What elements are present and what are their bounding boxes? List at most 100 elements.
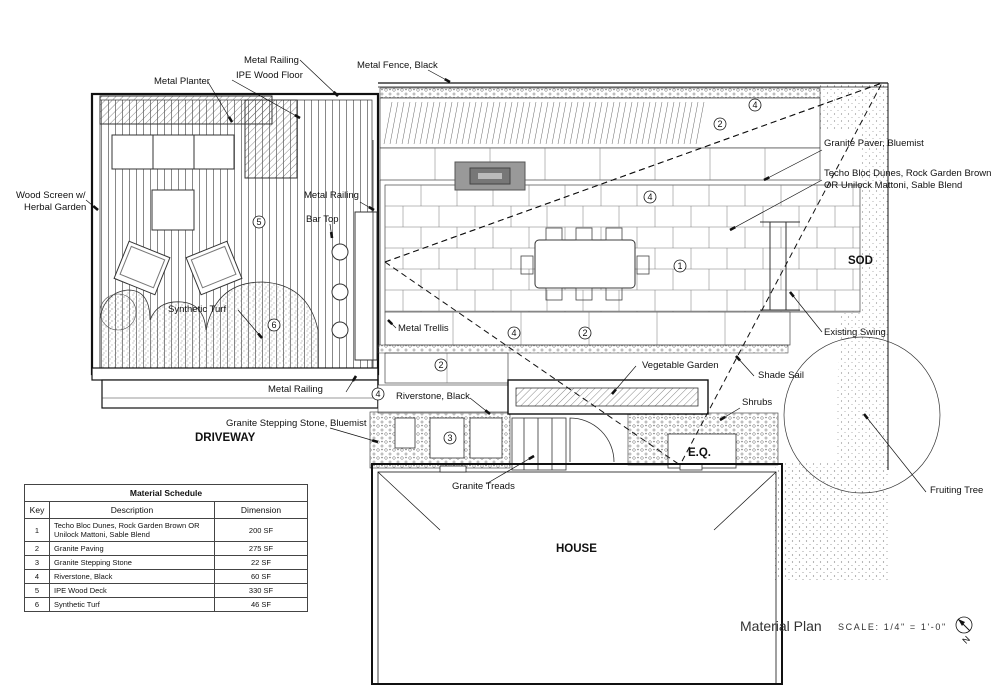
schedule-header-row: Key Description Dimension — [24, 501, 308, 519]
header-description: Description — [49, 501, 215, 519]
granite-step-band — [379, 97, 821, 149]
schedule-dimension-cell: 22 SF — [214, 555, 308, 570]
key-marker: 1 — [677, 261, 682, 271]
key-marker: 4 — [375, 389, 380, 399]
key-marker: 5 — [256, 217, 261, 227]
drawing-title: Material Plan — [740, 618, 822, 634]
existing-swing — [760, 221, 800, 311]
label-sod: SOD — [848, 255, 873, 267]
key-marker-circle — [267, 318, 281, 332]
key-marker-circle — [371, 387, 385, 401]
label-metal-fence: Metal Fence, Black — [357, 60, 438, 71]
label-driveway: DRIVEWAY — [195, 432, 256, 444]
key-marker-circle — [713, 117, 727, 131]
label-metal-railing-bottom: Metal Railing — [268, 384, 323, 395]
key-marker-circle — [748, 98, 762, 112]
schedule-title: Material Schedule — [24, 484, 308, 501]
key-marker-circle — [673, 259, 687, 273]
schedule-dimension-cell: 275 SF — [214, 541, 308, 556]
label-house: HOUSE — [556, 543, 597, 555]
label-shrubs: Shrubs — [742, 397, 772, 408]
granite-paver-grid — [379, 147, 821, 181]
label-techo-line1: Techo Bloc Dunes, Rock Garden Brown — [824, 168, 991, 179]
fruiting-tree — [783, 336, 941, 494]
label-eq: E.Q. — [688, 447, 711, 459]
callout-labels: Metal Railing IPE Wood Floor Metal Plant… — [16, 55, 991, 555]
label-wood-screen-2: Herbal Garden — [24, 202, 86, 213]
leader-lines — [85, 59, 927, 493]
key-marker-circle — [578, 326, 592, 340]
label-existing-swing: Existing Swing — [824, 327, 886, 338]
house-footprint — [371, 463, 783, 685]
label-metal-planter: Metal Planter — [154, 76, 210, 87]
key-marker-circle — [643, 190, 657, 204]
north-letter: N — [960, 634, 972, 646]
schedule-description-cell: Synthetic Turf — [49, 597, 215, 612]
label-bar-top: Bar Top — [306, 214, 339, 225]
label-techo-line2: OR Unilock Mattoni, Sable Blend — [824, 180, 962, 191]
label-shade-sail: Shade Sail — [758, 370, 804, 381]
schedule-dimension-cell: 46 SF — [214, 597, 308, 612]
label-granite-paver: Granite Paver, Bluemist — [824, 138, 924, 149]
label-metal-trellis: Metal Trellis — [398, 323, 449, 334]
dining-table — [520, 227, 650, 301]
title-block: Material Plan SCALE: 1/4" = 1'-0" N — [740, 616, 973, 646]
key-marker-circle — [434, 358, 448, 372]
label-fruiting-tree: Fruiting Tree — [930, 485, 983, 496]
schedule-key-cell: 2 — [24, 541, 50, 556]
material-schedule: Material Schedule Key Description Dimens… — [24, 484, 308, 612]
key-marker: 2 — [717, 119, 722, 129]
riverstone-strip-top — [379, 87, 821, 99]
label-synthetic-turf: Synthetic Turf — [168, 304, 226, 315]
label-metal-railing-top: Metal Railing — [244, 55, 299, 66]
header-key: Key — [24, 501, 50, 519]
vegetable-garden — [507, 379, 709, 415]
schedule-dimension-cell: 60 SF — [214, 569, 308, 584]
schedule-key-cell: 6 — [24, 597, 50, 612]
schedule-dimension-cell: 330 SF — [214, 583, 308, 598]
key-marker-circle — [507, 326, 521, 340]
schedule-key-cell: 5 — [24, 583, 50, 598]
label-ipe-floor: IPE Wood Floor — [236, 70, 303, 81]
key-marker-circle — [252, 215, 266, 229]
key-marker: 2 — [438, 360, 443, 370]
key-marker: 6 — [271, 320, 276, 330]
drawing-scale: SCALE: 1/4" = 1'-0" — [838, 622, 947, 632]
grill — [454, 161, 526, 191]
key-marker: 2 — [582, 328, 587, 338]
ipe-wood-deck — [90, 92, 380, 409]
metal-fence — [378, 82, 889, 470]
schedule-description-cell: Granite Stepping Stone — [49, 555, 215, 570]
key-marker: 4 — [752, 100, 757, 110]
schedule-description-cell: Riverstone, Black — [49, 569, 215, 584]
sod-area — [775, 83, 888, 580]
schedule-dimension-cell: 200 SF — [214, 518, 308, 542]
schedule-description-cell: Techo Bloc Dunes, Rock Garden Brown OR U… — [49, 518, 215, 542]
label-granite-treads: Granite Treads — [452, 481, 515, 492]
north-arrow-icon: N — [955, 616, 973, 646]
header-dimension: Dimension — [214, 501, 308, 519]
schedule-key-cell: 3 — [24, 555, 50, 570]
label-vegetable-garden: Vegetable Garden — [642, 360, 719, 371]
label-wood-screen-1: Wood Screen w/ — [16, 190, 86, 201]
schedule-key-cell: 1 — [24, 518, 50, 542]
schedule-key-cell: 4 — [24, 569, 50, 584]
shade-sail — [384, 82, 884, 466]
schedule-description-cell: IPE Wood Deck — [49, 583, 215, 598]
key-marker: 4 — [647, 192, 652, 202]
label-granite-stepping: Granite Stepping Stone, Bluemist — [226, 418, 367, 429]
key-marker: 4 — [511, 328, 516, 338]
house-entry — [511, 417, 737, 471]
label-metal-railing-side: Metal Railing — [304, 190, 359, 201]
label-riverstone: Riverstone, Black — [396, 391, 470, 402]
key-marker-circle — [443, 431, 457, 445]
